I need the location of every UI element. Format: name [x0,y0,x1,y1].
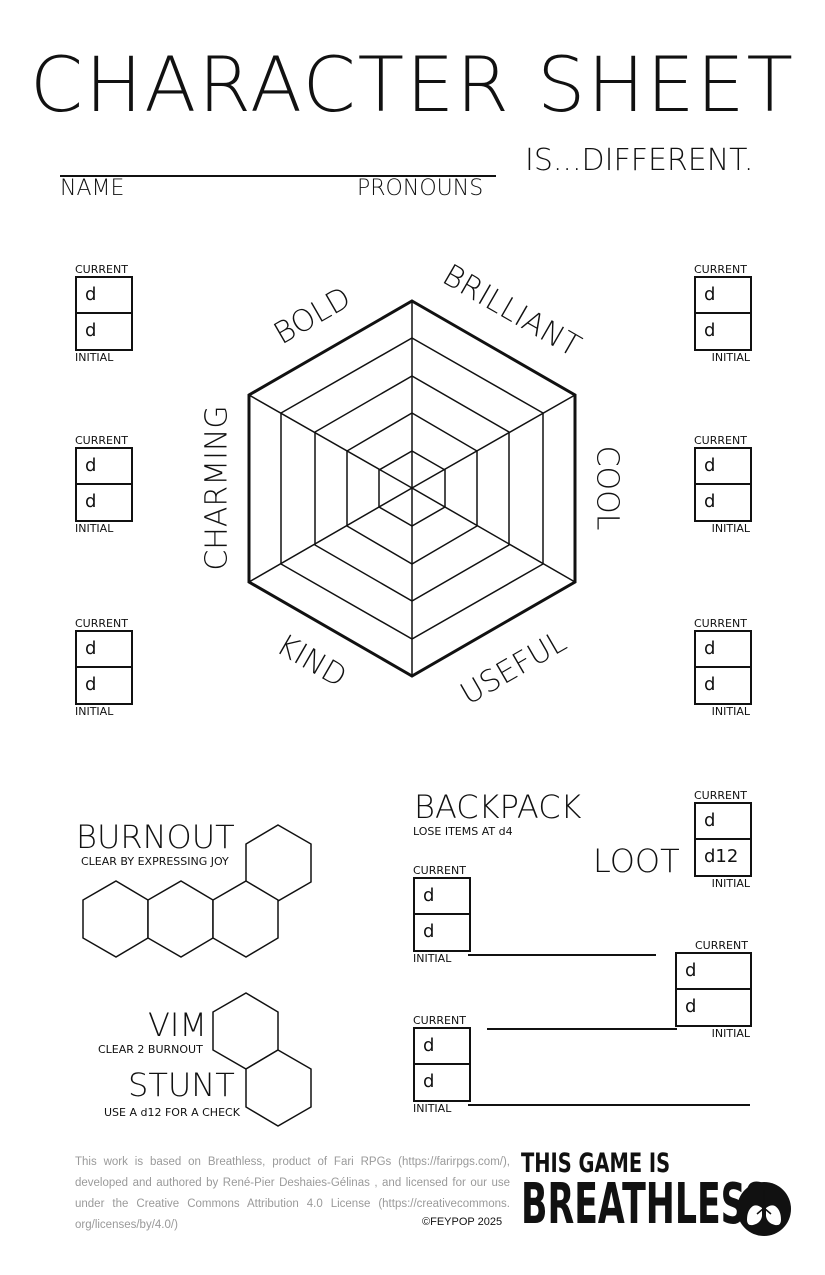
axis-label-cool: COOL [590,446,625,531]
current-label: CURRENT [75,617,128,630]
backpack-item-line-3[interactable] [468,1104,750,1106]
initial-die-field[interactable]: d [694,485,752,522]
loot-box: CURRENT d d12 INITIAL [694,789,752,890]
vim-subtitle: CLEAR 2 BURNOUT [98,1043,203,1056]
axis-label-brilliant: BRILLIANT [437,258,587,365]
current-die-field[interactable]: d [413,1027,471,1065]
stat-hexagon-diagram: BOLD BRILLIANT COOL USEFUL KIND CHARMING [200,258,625,713]
current-die-field[interactable]: d [413,877,471,915]
backpack-title: BACKPACK [414,788,582,826]
backpack-item-line-2[interactable] [487,1028,677,1030]
loot-initial-field[interactable]: d12 [694,840,752,877]
current-die-field[interactable]: d [75,630,133,668]
pronouns-label: PRONOUNS [357,176,484,201]
current-label: CURRENT [694,263,747,276]
stunt-title: STUNT [128,1066,235,1104]
initial-die-field[interactable]: d [694,668,752,705]
current-die-field[interactable]: d [675,952,752,990]
axis-label-charming: CHARMING [200,405,235,570]
burnout-hex [147,880,214,958]
burnout-hex [212,880,279,958]
current-die-field[interactable]: d [694,276,752,314]
burnout-title: BURNOUT [76,818,235,856]
burnout-hex [82,880,149,958]
stat-box-bold: CURRENT d d INITIAL [75,263,133,364]
current-label: CURRENT [694,434,747,447]
loot-title: LOOT [593,842,680,880]
initial-label: INITIAL [711,705,750,718]
current-label: CURRENT [75,434,128,447]
current-label: CURRENT [694,617,747,630]
initial-label: INITIAL [711,877,750,890]
initial-label: INITIAL [75,705,114,718]
stat-box-charming: CURRENT d d INITIAL [75,434,133,535]
hex-spoke [411,487,576,583]
backpack-item-box-3: CURRENT d d INITIAL [413,1014,471,1115]
hex-spoke [248,487,413,583]
initial-die-field[interactable]: d [413,915,471,952]
current-label: CURRENT [413,864,466,877]
initial-die-field[interactable]: d [75,668,133,705]
initial-label: INITIAL [711,522,750,535]
current-die-field[interactable]: d [694,447,752,485]
license-text: This work is based on Breathless, produc… [75,1156,510,1231]
tagline: IS...DIFFERENT. [525,143,754,178]
copyright-text: ©FEYPOP 2025 [422,1216,503,1228]
logo-line-2: BREATHLESS [521,1172,770,1237]
loot-current-field[interactable]: d [694,802,752,840]
initial-die-field[interactable]: d [413,1065,471,1102]
initial-die-field[interactable]: d [75,485,133,522]
initial-label: INITIAL [413,1102,452,1115]
initial-die-field[interactable]: d [694,314,752,351]
current-die-field[interactable]: d [75,447,133,485]
current-die-field[interactable]: d [75,276,133,314]
logo-line-1: THIS GAME IS [521,1148,671,1179]
initial-label: INITIAL [711,1027,750,1040]
initial-label: INITIAL [75,522,114,535]
stat-box-brilliant: CURRENT d d INITIAL [694,263,752,364]
backpack-subtitle: LOSE ITEMS AT d4 [413,825,513,838]
page-title: CHARACTER SHEET [30,40,795,129]
backpack-item-box-1: CURRENT d d INITIAL [413,864,471,965]
name-label: NAME [60,176,125,201]
backpack-item-box-2: CURRENT d d INITIAL [675,939,752,1040]
current-label: CURRENT [75,263,128,276]
burnout-subtitle: CLEAR BY EXPRESSING JOY [81,855,229,868]
initial-label: INITIAL [75,351,114,364]
stat-box-cool: CURRENT d d INITIAL [694,434,752,535]
current-label: CURRENT [695,939,748,952]
initial-label: INITIAL [711,351,750,364]
initial-label: INITIAL [413,952,452,965]
hex-spoke [411,394,576,489]
initial-die-field[interactable]: d [675,990,752,1027]
stunt-subtitle: USE A d12 FOR A CHECK [104,1106,240,1119]
current-die-field[interactable]: d [694,630,752,668]
name-field-line[interactable] [60,175,496,177]
current-label: CURRENT [694,789,747,802]
initial-die-field[interactable]: d [75,314,133,351]
current-label: CURRENT [413,1014,466,1027]
hex-spoke [248,394,413,489]
stat-box-kind: CURRENT d d INITIAL [75,617,133,718]
lungs-icon [737,1182,791,1236]
axis-label-useful: USEFUL [455,624,573,712]
stunt-hex [245,1049,312,1127]
axis-label-kind: KIND [271,627,353,694]
stat-box-useful: CURRENT d d INITIAL [694,617,752,718]
vim-title: VIM [148,1006,207,1044]
backpack-item-line-1[interactable] [468,954,656,956]
